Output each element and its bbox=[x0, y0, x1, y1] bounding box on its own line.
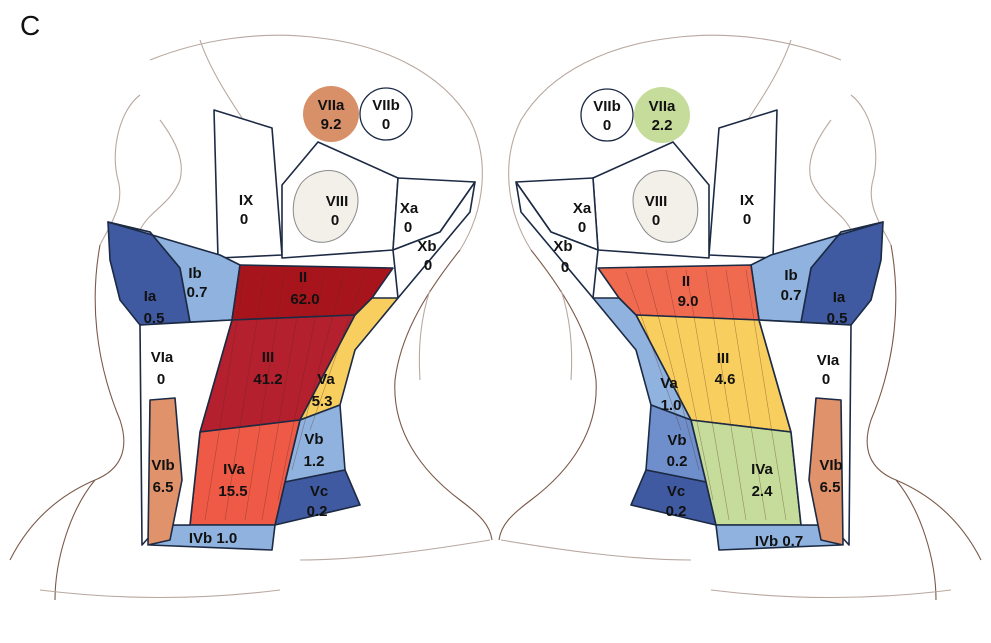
right-Va-name: Va bbox=[660, 375, 678, 392]
right-VIII-value: 0 bbox=[652, 212, 660, 229]
right-IX-name: IX bbox=[740, 192, 754, 209]
right-level-VIIa-circle bbox=[634, 87, 690, 143]
left-level-VIIa-circle bbox=[303, 86, 359, 142]
right-Vc-value: 0.2 bbox=[666, 503, 687, 520]
left-IX-name: IX bbox=[239, 192, 253, 209]
left-VIII-value: 0 bbox=[331, 212, 339, 229]
right-Va-value: 1.0 bbox=[661, 397, 682, 414]
left-III-name: III bbox=[262, 349, 275, 366]
left-II-name: II bbox=[299, 269, 307, 286]
right-II-value: 9.0 bbox=[678, 293, 699, 310]
left-level-IX-zone bbox=[213, 109, 283, 259]
right-IVb-label: IVb 0.7 bbox=[755, 533, 803, 550]
left-VIIb-value: 0 bbox=[382, 116, 390, 133]
left-VIII-name: VIII bbox=[326, 193, 349, 210]
right-muscle-fibers bbox=[625, 269, 787, 521]
right-level-VIb-zone bbox=[808, 397, 844, 546]
right-Vc-name: Vc bbox=[667, 483, 685, 500]
left-Xa-name: Xa bbox=[400, 200, 419, 217]
left-level-Xb-zone bbox=[392, 181, 476, 299]
right-Ia-name: Ia bbox=[833, 289, 846, 306]
left-Vc-name: Vc bbox=[310, 483, 328, 500]
left-VIIa-name: VIIa bbox=[318, 97, 345, 114]
left-Va-name: Va bbox=[317, 371, 335, 388]
left-labels: VIIa 9.2 VIIb 0 IX 0 VIII 0 Xa 0 Xb 0 Ib… bbox=[144, 97, 437, 547]
right-IVa-name: IVa bbox=[751, 461, 773, 478]
right-VIIa-name: VIIa bbox=[649, 98, 676, 115]
left-Ib-name: Ib bbox=[188, 265, 201, 282]
right-level-VIIb-circle bbox=[580, 88, 634, 142]
left-VIa-name: VIa bbox=[151, 349, 174, 366]
left-Vc-value: 0.2 bbox=[307, 503, 328, 520]
left-IX-value: 0 bbox=[240, 211, 248, 228]
right-head-outline bbox=[498, 34, 982, 601]
left-IVa-value: 15.5 bbox=[218, 483, 247, 500]
left-IVa-name: IVa bbox=[223, 461, 245, 478]
left-Vb-name: Vb bbox=[304, 431, 323, 448]
left-tonsil-shape bbox=[292, 170, 359, 243]
right-VIIb-name: VIIb bbox=[593, 98, 621, 115]
right-III-name: III bbox=[717, 350, 730, 367]
left-level-VIIb-circle bbox=[359, 87, 413, 141]
right-level-Xb-zone bbox=[515, 181, 599, 299]
right-Ib-value: 0.7 bbox=[781, 287, 802, 304]
left-II-value: 62.0 bbox=[290, 291, 319, 308]
right-head bbox=[498, 34, 982, 601]
right-VIb-value: 6.5 bbox=[820, 479, 841, 496]
right-III-value: 4.6 bbox=[715, 371, 736, 388]
right-VIa-value: 0 bbox=[822, 371, 830, 388]
right-labels: VIIa 2.2 VIIb 0 IX 0 VIII 0 Xa 0 Xb 0 Ib… bbox=[553, 98, 847, 550]
right-VIIb-value: 0 bbox=[603, 117, 611, 134]
right-VIII-name: VIII bbox=[645, 193, 668, 210]
left-Ia-value: 0.5 bbox=[144, 310, 165, 327]
left-VIIa-value: 9.2 bbox=[321, 116, 342, 133]
right-level-IX-zone bbox=[708, 109, 778, 259]
left-Ia-name: Ia bbox=[144, 288, 157, 305]
right-Ia-value: 0.5 bbox=[827, 310, 848, 327]
left-Xb-value: 0 bbox=[424, 257, 432, 274]
right-VIb-name: VIb bbox=[819, 457, 842, 474]
right-II-name: II bbox=[682, 273, 690, 290]
right-Vb-value: 0.2 bbox=[667, 453, 688, 470]
left-VIb-name: VIb bbox=[151, 457, 174, 474]
left-Vb-value: 1.2 bbox=[304, 453, 325, 470]
left-Xa-value: 0 bbox=[404, 219, 412, 236]
left-VIIb-name: VIIb bbox=[372, 97, 400, 114]
left-head bbox=[9, 34, 493, 601]
right-Xa-value: 0 bbox=[578, 219, 586, 236]
right-VIa-name: VIa bbox=[817, 352, 840, 369]
panel-label: C bbox=[20, 10, 41, 41]
right-Vb-name: Vb bbox=[667, 432, 686, 449]
left-Va-value: 5.3 bbox=[312, 393, 333, 410]
right-Xb-name: Xb bbox=[553, 238, 572, 255]
right-Xa-name: Xa bbox=[573, 200, 592, 217]
left-VIa-value: 0 bbox=[157, 371, 165, 388]
left-muscle-fibers bbox=[204, 269, 366, 521]
right-VIIa-value: 2.2 bbox=[652, 117, 673, 134]
left-III-value: 41.2 bbox=[253, 371, 282, 388]
right-tonsil-shape bbox=[632, 170, 699, 243]
left-Ib-value: 0.7 bbox=[187, 284, 208, 301]
left-Xb-name: Xb bbox=[417, 238, 436, 255]
left-level-VIb-zone bbox=[147, 397, 183, 546]
left-VIb-value: 6.5 bbox=[153, 479, 174, 496]
right-Xb-value: 0 bbox=[561, 259, 569, 276]
left-IVb-label: IVb 1.0 bbox=[189, 530, 237, 547]
right-IX-value: 0 bbox=[743, 211, 751, 228]
right-IVa-value: 2.4 bbox=[752, 483, 774, 500]
right-Ib-name: Ib bbox=[784, 267, 797, 284]
